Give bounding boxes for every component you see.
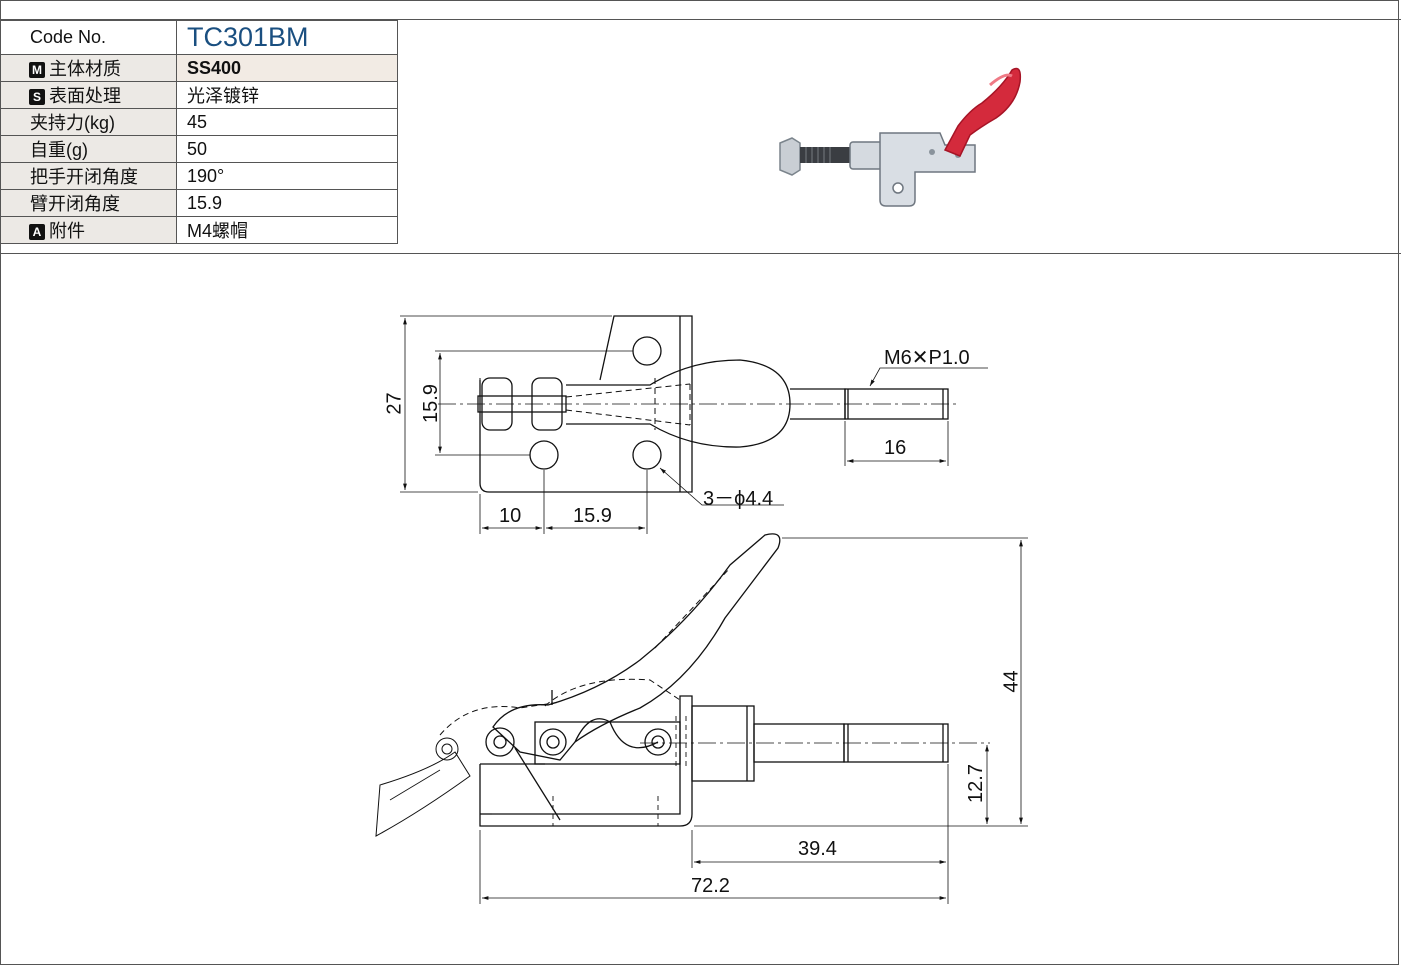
dim-hole-spacing-h: 15.9 xyxy=(573,505,612,527)
dim-offset: 10 xyxy=(499,505,522,527)
holes-label: 3－ϕ4.4 xyxy=(703,488,774,510)
spec-value-weight: 50 xyxy=(176,135,398,163)
dim-hole-spacing-v: 15.9 xyxy=(419,384,442,423)
spec-key: 自重(g) xyxy=(0,135,177,163)
dim-axis-height: 12.7 xyxy=(964,764,987,803)
section-rule xyxy=(0,253,1401,254)
dim-overall-height: 27 xyxy=(383,392,406,415)
top-view xyxy=(400,315,988,534)
spec-key: 把手开闭角度 xyxy=(0,162,177,190)
dim-height-open: 44 xyxy=(1000,670,1023,693)
badge-m-icon: M xyxy=(29,62,45,78)
spec-value-code: TC301BM xyxy=(176,20,398,55)
clamp-photo-icon xyxy=(779,67,1022,207)
spec-value-arm-angle: 15.9 xyxy=(176,189,398,217)
spec-value-handle-angle: 190° xyxy=(176,162,398,190)
spec-row-code: Code No. TC301BM xyxy=(0,20,398,55)
spec-value-material: SS400 xyxy=(176,54,398,82)
top-rule xyxy=(0,19,1401,20)
spec-row-handle-angle: 把手开闭角度 190° xyxy=(0,162,398,190)
spec-key: 臂开闭角度 xyxy=(0,189,177,217)
spec-value-accessory: M4螺帽 xyxy=(176,216,398,244)
dim-stroke: 39.4 xyxy=(798,838,837,860)
spec-row-arm-angle: 臂开闭角度 15.9 xyxy=(0,189,398,217)
badge-s-icon: S xyxy=(29,89,45,105)
badge-a-icon: A xyxy=(29,224,45,240)
dim-thread-len: 16 xyxy=(884,437,907,459)
spec-value-surface: 光泽镀锌 xyxy=(176,81,398,109)
spec-key: 夹持力(kg) xyxy=(0,108,177,136)
thread-label: M6✕P1.0 xyxy=(884,347,970,369)
spec-row-force: 夹持力(kg) 45 xyxy=(0,108,398,136)
dim-length: 72.2 xyxy=(691,875,730,897)
spec-row-weight: 自重(g) 50 xyxy=(0,135,398,163)
spec-value-force: 45 xyxy=(176,108,398,136)
spec-key: Code No. xyxy=(0,20,177,55)
side-view xyxy=(375,533,1028,904)
